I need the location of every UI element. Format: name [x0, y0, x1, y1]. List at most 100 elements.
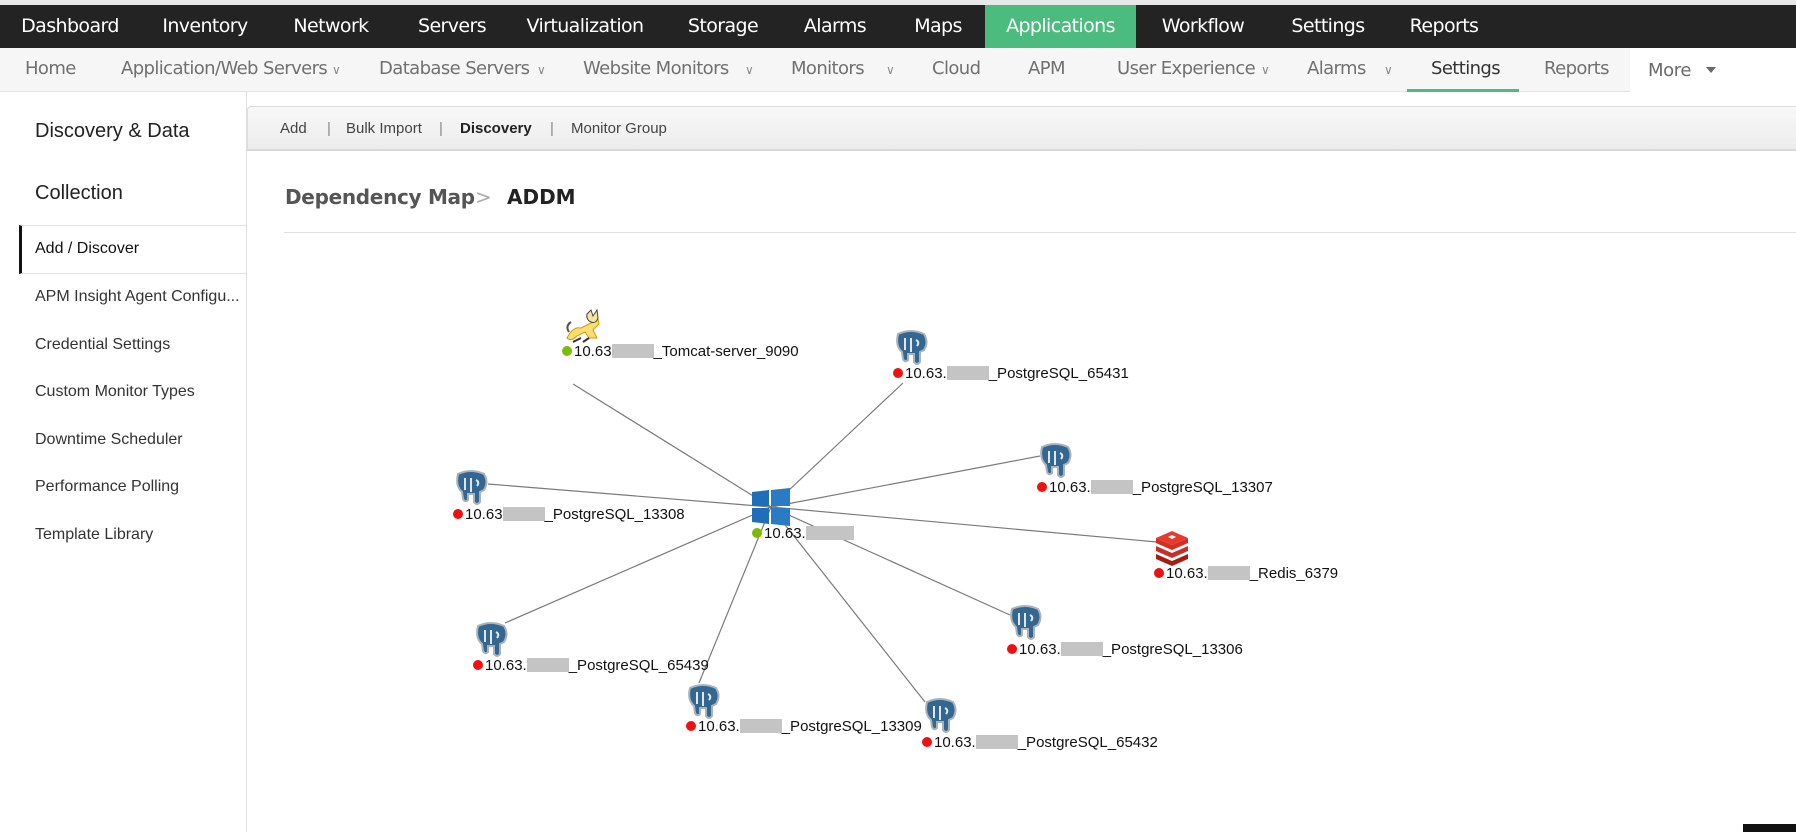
- top-nav-settings[interactable]: Settings: [1291, 15, 1365, 37]
- postgresql-icon[interactable]: [452, 468, 490, 506]
- postgresql-icon[interactable]: [1036, 441, 1074, 479]
- tab-add[interactable]: Add: [280, 120, 307, 137]
- map-edge-pg65431: [770, 382, 904, 508]
- chevron-down-icon[interactable]: ∨: [332, 63, 341, 77]
- tab-discovery[interactable]: Discovery: [460, 120, 532, 137]
- top-nav-servers[interactable]: Servers: [417, 15, 487, 37]
- postgresql-icon[interactable]: [472, 620, 510, 658]
- tab-monitor-group[interactable]: Monitor Group: [571, 120, 667, 137]
- map-edge-pg65439: [504, 506, 772, 624]
- redacted-ip-mask: [1090, 480, 1133, 494]
- monitor-name: _PostgreSQL_13306: [1102, 641, 1243, 658]
- top-nav-storage[interactable]: Storage: [687, 15, 759, 37]
- monitor-name: _PostgreSQL_65439: [568, 657, 709, 674]
- top-nav-dashboard[interactable]: Dashboard: [21, 15, 119, 37]
- ip-prefix: 10.63.: [934, 734, 976, 751]
- status-down-icon: [893, 368, 903, 378]
- sub-nav-database-servers[interactable]: Database Servers: [379, 58, 530, 79]
- map-node-label[interactable]: 10.63._PostgreSQL_13307: [1037, 479, 1273, 496]
- redacted-ip-mask: [739, 719, 782, 733]
- sidebar-item-template-library[interactable]: Template Library: [35, 526, 154, 543]
- breadcrumb-dependency-map[interactable]: Dependency Map: [285, 185, 475, 209]
- sidebar-item-downtime-scheduler[interactable]: Downtime Scheduler: [35, 431, 183, 448]
- sub-nav-monitors[interactable]: Monitors: [791, 58, 865, 79]
- sidebar-item-add-discover[interactable]: Add / Discover: [35, 240, 140, 257]
- chevron-down-icon[interactable]: ∨: [1384, 63, 1393, 77]
- sub-nav-alarms[interactable]: Alarms: [1307, 58, 1366, 79]
- map-node-label[interactable]: 10.63. _PostgreSQL_65431: [893, 365, 1129, 382]
- sub-nav-settings[interactable]: Settings: [1431, 58, 1501, 79]
- tab-bulk-import[interactable]: Bulk Import: [346, 120, 422, 137]
- sub-nav-app-web-servers[interactable]: Application/Web Servers: [121, 58, 328, 79]
- map-node-label[interactable]: 10.63.: [752, 525, 854, 542]
- status-up-icon: [562, 346, 572, 356]
- ip-prefix: 10.63.: [1019, 641, 1061, 658]
- sidebar-item-performance-polling[interactable]: Performance Polling: [35, 478, 180, 495]
- windows-server-icon[interactable]: [752, 488, 790, 526]
- top-nav-workflow[interactable]: Workflow: [1161, 15, 1245, 37]
- map-node-label[interactable]: 10.63._PostgreSQL_65432: [922, 734, 1158, 751]
- map-edge-pg13308: [487, 483, 772, 508]
- sidebar-item-credential-settings[interactable]: Credential Settings: [35, 336, 171, 353]
- sidebar-active-indicator: [19, 225, 247, 274]
- sub-nav-apm[interactable]: APM: [1028, 58, 1066, 79]
- top-nav-maps[interactable]: Maps: [914, 15, 962, 37]
- sub-nav-home[interactable]: Home: [25, 58, 76, 79]
- chevron-down-icon[interactable]: ∨: [745, 63, 754, 77]
- top-nav-alarms[interactable]: Alarms: [803, 15, 867, 37]
- status-down-icon: [453, 509, 463, 519]
- status-down-icon: [1154, 568, 1164, 578]
- monitor-name: _PostgreSQL_65431: [988, 365, 1129, 382]
- top-nav-inventory[interactable]: Inventory: [162, 15, 248, 37]
- sub-nav-reports[interactable]: Reports: [1544, 58, 1609, 79]
- postgresql-icon[interactable]: [1006, 603, 1044, 641]
- redacted-ip-mask: [946, 366, 989, 380]
- ip-prefix: 10.63: [465, 506, 503, 523]
- redis-icon[interactable]: [1153, 528, 1191, 566]
- sub-nav-cloud[interactable]: Cloud: [932, 58, 981, 79]
- map-edge-pg13306: [770, 506, 1011, 616]
- postgresql-icon[interactable]: [684, 682, 722, 720]
- map-node-label[interactable]: 10.63. _Redis_6379: [1154, 565, 1338, 582]
- map-node-label[interactable]: 10.63_Tomcat-server_9090: [562, 343, 799, 360]
- chevron-down-icon[interactable]: ∨: [537, 63, 546, 77]
- sub-nav-website-monitors[interactable]: Website Monitors: [583, 58, 729, 79]
- monitor-name: _PostgreSQL_13309: [781, 718, 922, 735]
- chevron-down-icon[interactable]: ∨: [886, 63, 895, 77]
- more-menu-button[interactable]: More: [1630, 48, 1796, 92]
- caret-down-icon: [1706, 67, 1716, 73]
- more-label: More: [1648, 60, 1692, 81]
- postgresql-icon[interactable]: [892, 328, 930, 366]
- top-nav: Dashboard Inventory Network Servers Virt…: [0, 5, 1796, 48]
- map-node-label[interactable]: 10.63. _PostgreSQL_65439: [473, 657, 709, 674]
- postgresql-icon[interactable]: [921, 696, 959, 734]
- active-tab-underline: [1407, 89, 1519, 92]
- map-node-label[interactable]: 10.63._PostgreSQL_13309: [686, 718, 922, 735]
- monitor-name: _Tomcat-server_9090: [653, 343, 799, 360]
- top-nav-network[interactable]: Network: [293, 15, 369, 37]
- breadcrumb-chevron-icon: >: [475, 185, 492, 209]
- map-edge-tomcat: [572, 383, 772, 508]
- redacted-ip-mask: [975, 735, 1018, 749]
- top-nav-applications[interactable]: Applications: [985, 5, 1136, 48]
- sidebar-item-custom-monitor-types[interactable]: Custom Monitor Types: [35, 383, 195, 400]
- divider: [284, 232, 1796, 233]
- chevron-down-icon[interactable]: ∨: [1261, 63, 1270, 77]
- breadcrumb-current: ADDM: [507, 185, 576, 209]
- ip-prefix: 10.63.: [1166, 565, 1208, 582]
- top-nav-virtualization[interactable]: Virtualization: [526, 15, 645, 37]
- map-node-label[interactable]: 10.63. _PostgreSQL_13306: [1007, 641, 1243, 658]
- ip-prefix: 10.63.: [764, 525, 806, 542]
- redacted-ip-mask: [1207, 566, 1250, 580]
- ip-prefix: 10.63.: [905, 365, 947, 382]
- map-node-label[interactable]: 10.63_PostgreSQL_13308: [453, 506, 685, 523]
- scroll-indicator[interactable]: [1743, 824, 1796, 832]
- top-nav-reports[interactable]: Reports: [1409, 15, 1479, 37]
- tomcat-icon[interactable]: [563, 308, 601, 346]
- ip-prefix: 10.63.: [485, 657, 527, 674]
- sidebar-item-apm-insight[interactable]: APM Insight Agent Configu...: [35, 288, 240, 305]
- status-down-icon: [922, 737, 932, 747]
- map-edge-pg13307: [770, 455, 1041, 508]
- sub-nav-user-experience[interactable]: User Experience: [1117, 58, 1256, 79]
- monitor-name: _Redis_6379: [1249, 565, 1339, 582]
